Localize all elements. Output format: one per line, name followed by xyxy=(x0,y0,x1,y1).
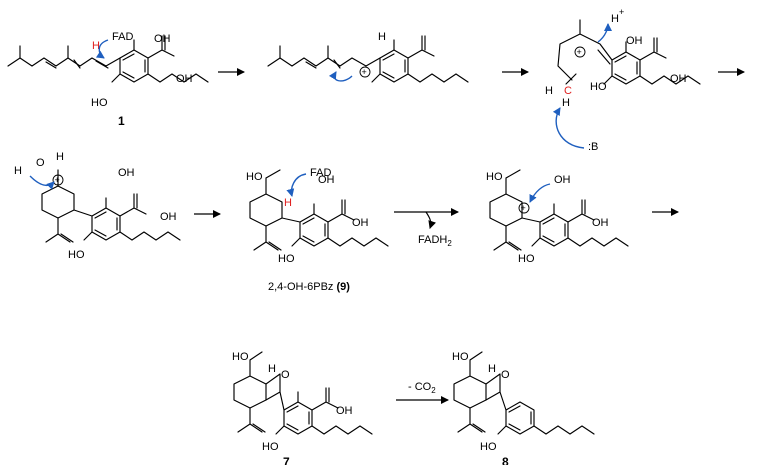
curly-arrow-cyclize xyxy=(529,183,551,203)
oh-acid-label: OH xyxy=(176,73,193,85)
curly-arrow-fad-9 xyxy=(286,173,307,197)
curly-arrow-3 xyxy=(597,23,612,43)
h-water-label-2: H xyxy=(56,151,64,163)
h-water-label: H xyxy=(14,165,22,177)
curly-arrow-2 xyxy=(328,71,353,82)
oh-acid-label-3: OH xyxy=(670,73,687,85)
co2-label: - CO2 xyxy=(408,381,436,395)
compound-9-structure xyxy=(249,169,389,251)
ho-label-8b: HO xyxy=(480,441,497,453)
cation-intermediate-1 xyxy=(267,35,469,83)
o-ring-label-7: O xyxy=(281,369,290,381)
oh-label-9: OH xyxy=(318,174,335,186)
water-attack-intermediate xyxy=(41,169,181,243)
cyclization-intermediate xyxy=(557,19,701,85)
ho-label-7b: HO xyxy=(262,441,279,453)
fad-label-9: FAD xyxy=(310,167,331,179)
h-plus-sup: + xyxy=(619,7,624,17)
oh-acid-label-5: OH xyxy=(592,217,609,229)
ho-label: HO xyxy=(91,97,108,109)
compound-9-name: 2,4-OH-6PBz (9) xyxy=(268,281,350,293)
fadh2-branch-arrow xyxy=(425,211,437,229)
ho-label-4: HO xyxy=(68,249,85,261)
oh-label-3: OH xyxy=(626,35,643,47)
oh-acid-label-7: OH xyxy=(336,405,353,417)
h-base-label: H xyxy=(562,97,570,109)
ho-label-9b: HO xyxy=(278,253,295,265)
ho-label-5: HO xyxy=(486,171,503,183)
oh-label-5: OH xyxy=(554,174,571,186)
h-label-8: H xyxy=(488,363,496,375)
fadh2-label: FADH2 xyxy=(418,234,452,248)
compound-8-structure xyxy=(453,351,595,435)
oh-label-4: OH xyxy=(118,167,135,179)
compound-8-number: 8 xyxy=(502,455,509,465)
ho-label-9: HO xyxy=(246,171,263,183)
oh-acid-label-4: OH xyxy=(160,211,177,223)
cation-plus-4: + xyxy=(521,203,526,213)
h-label-7: H xyxy=(268,363,276,375)
compound-1-number: 1 xyxy=(118,114,125,128)
compound-7-structure xyxy=(233,351,373,435)
ho-label-7: HO xyxy=(232,351,249,363)
ho-label-5b: HO xyxy=(518,253,535,265)
ho-label-3: HO xyxy=(590,81,607,93)
cation-plus-2: + xyxy=(577,47,582,57)
h-highlight-label: H xyxy=(92,40,100,52)
curly-arrow-fad xyxy=(95,39,109,59)
cation-plus: + xyxy=(362,67,367,77)
h2c-label: H xyxy=(545,85,553,97)
cation-intermediate-2 xyxy=(489,169,629,251)
curly-arrow-base xyxy=(552,107,585,149)
cation-plus-3: + xyxy=(55,175,60,185)
compound-7-number: 7 xyxy=(283,455,290,465)
c-label: C xyxy=(564,85,572,97)
h-label: H xyxy=(378,31,386,43)
fad-label: FAD xyxy=(112,31,133,43)
compound-1-structure xyxy=(7,35,209,83)
curly-arrow-water xyxy=(29,175,55,190)
h-highlight-label-9: H xyxy=(284,197,292,209)
oh-label: OH xyxy=(154,33,171,45)
o-water-label: O xyxy=(36,157,45,169)
base-label: :B xyxy=(588,141,598,153)
h-plus-label: H xyxy=(611,13,619,25)
oh-acid-label-9: OH xyxy=(352,217,369,229)
o-ring-label-8: O xyxy=(501,369,510,381)
ho-label-8: HO xyxy=(452,351,469,363)
